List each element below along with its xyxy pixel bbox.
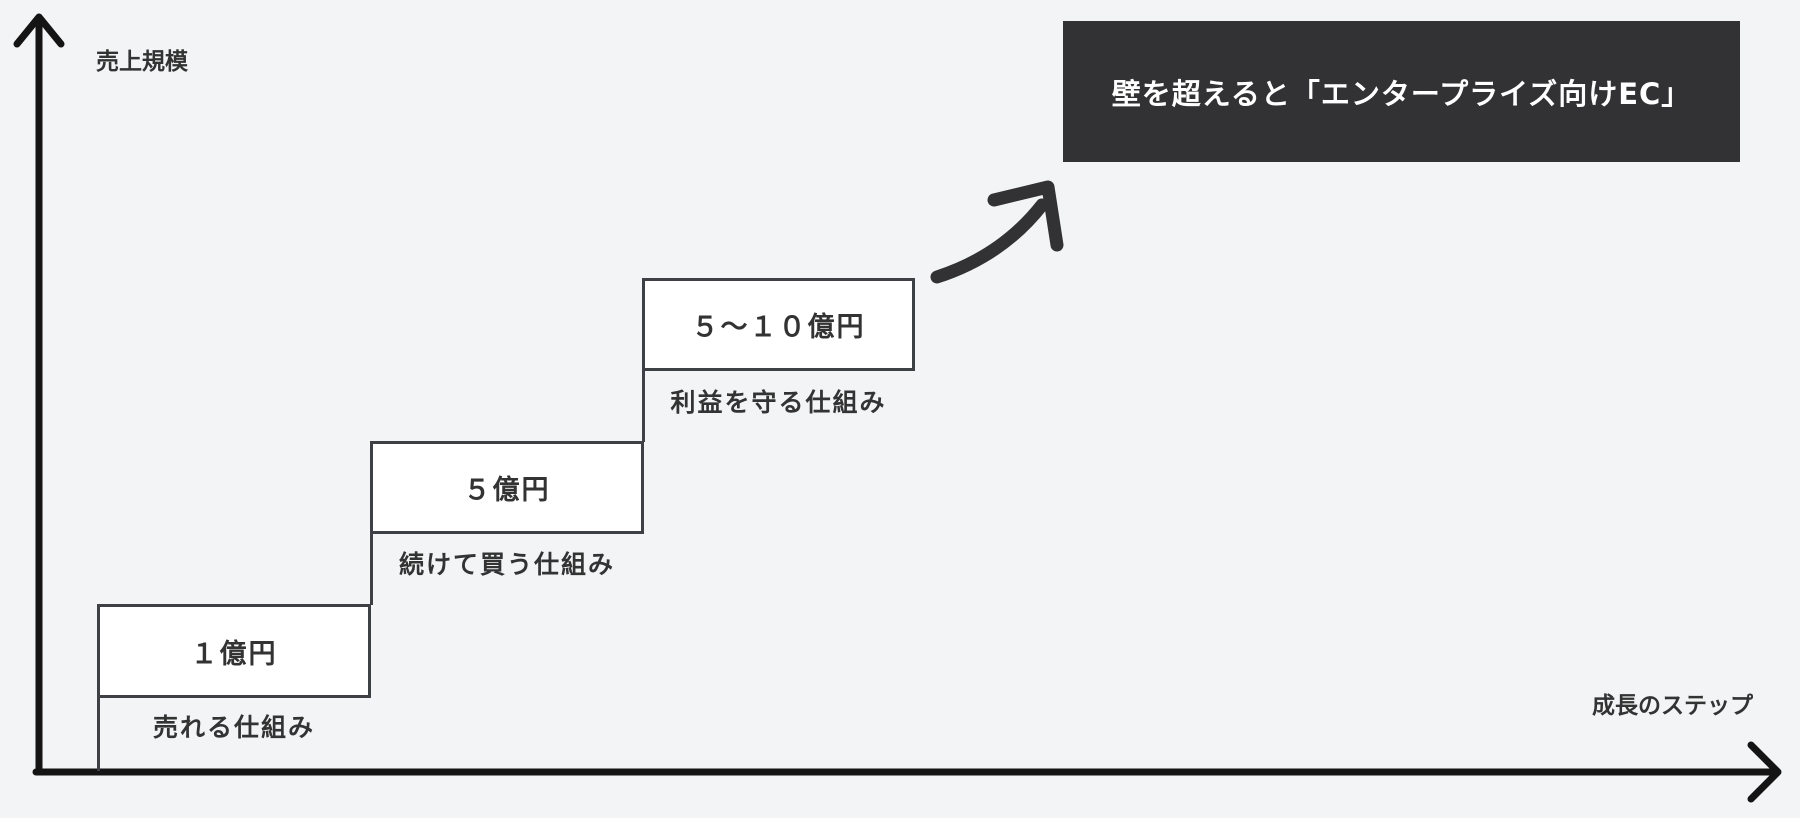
step-caption-1: 売れる仕組み (152, 713, 315, 742)
step-box-1: １億円 (97, 604, 371, 698)
step-box-3: ５〜１０億円 (642, 278, 915, 371)
step-caption-2: 続けて買う仕組み (398, 550, 615, 579)
y-axis-label: 売上規模 (96, 49, 188, 75)
goal-banner: 壁を超えると「エンタープライズ向けEC」 (1063, 21, 1740, 162)
step-amount-2: ５億円 (463, 475, 551, 506)
y-axis-arrow (13, 13, 65, 776)
staircase-connector-lines (97, 370, 645, 771)
step-caption-3: 利益を守る仕組み (670, 388, 887, 417)
goal-banner-text: 壁を超えると「エンタープライズ向けEC」 (1111, 76, 1692, 111)
step-amount-1: １億円 (190, 638, 278, 670)
step-amount-3: ５〜１０億円 (691, 312, 866, 343)
step-box-2: ５億円 (370, 441, 644, 534)
breakthrough-arrow-icon (930, 180, 1064, 284)
x-axis-arrow (32, 741, 1782, 803)
x-axis-label: 成長のステップ (1592, 693, 1753, 719)
